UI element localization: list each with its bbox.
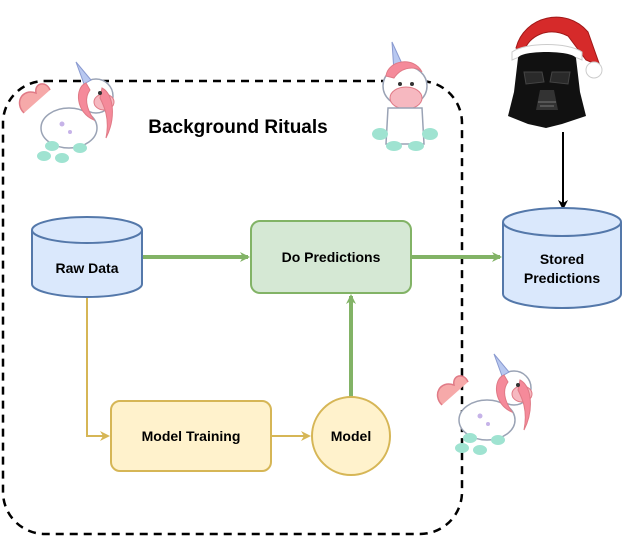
raw-data-label: Raw Data: [55, 260, 118, 276]
model-training-node[interactable]: Model Training: [110, 400, 272, 472]
do-predictions-label: Do Predictions: [282, 249, 381, 265]
model-label: Model: [331, 428, 371, 444]
stored-predictions-label-line1: Stored: [540, 251, 584, 267]
edge-rawdata-to-training: [86, 296, 110, 441]
unicorn-icon: [436, 353, 533, 455]
background-rituals-group: [1, 79, 464, 536]
darth-vader-santa-hat-icon: [508, 16, 603, 128]
stored-predictions-node[interactable]: Stored Predictions: [502, 207, 622, 309]
raw-data-node[interactable]: Raw Data: [31, 216, 143, 298]
unicorn-sitting-icon: [372, 41, 438, 151]
stored-predictions-label-line2: Predictions: [524, 270, 600, 286]
group-title: Background Rituals: [148, 117, 327, 138]
do-predictions-node[interactable]: Do Predictions: [250, 220, 412, 294]
unicorn-icon: [18, 61, 115, 163]
model-node[interactable]: Model: [311, 396, 391, 476]
model-training-label: Model Training: [142, 428, 241, 444]
